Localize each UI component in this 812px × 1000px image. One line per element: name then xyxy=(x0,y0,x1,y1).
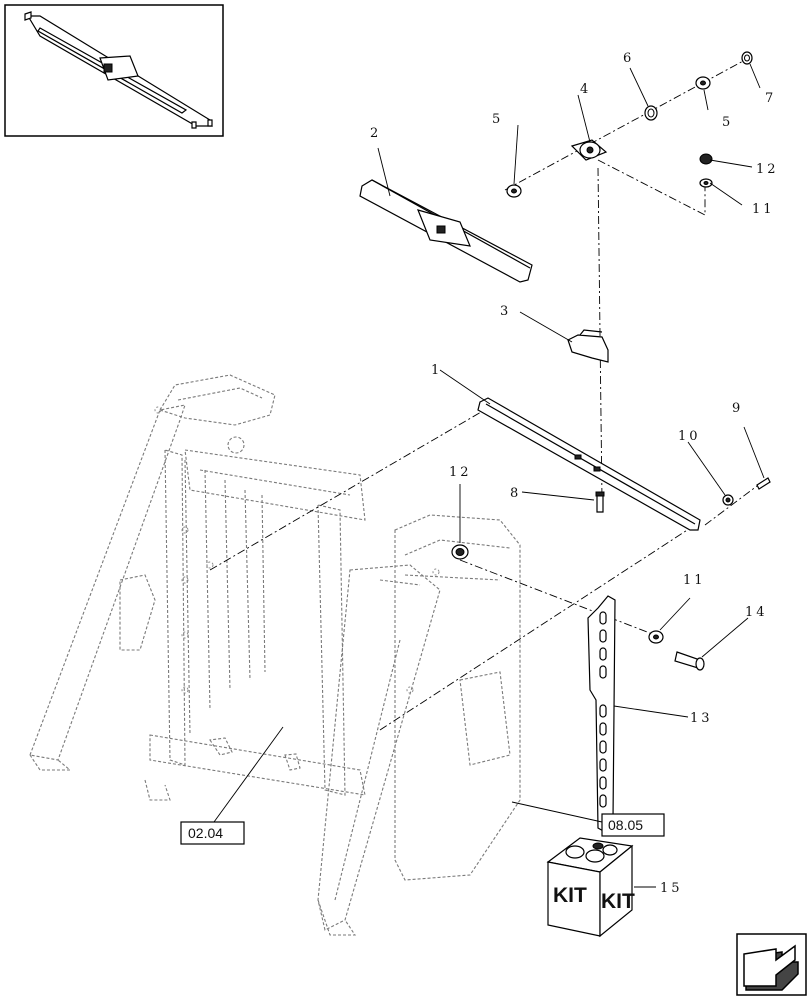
kit-label-left: KIT xyxy=(553,884,587,907)
part-8-bolt[interactable] xyxy=(595,491,605,513)
callout-14[interactable]: 14 xyxy=(745,605,768,620)
part-2-upper-rail[interactable] xyxy=(359,179,533,283)
callout-1[interactable]: 1 xyxy=(431,363,442,378)
part-1-lower-rail[interactable] xyxy=(477,397,701,531)
thumbnail-rail-icon xyxy=(24,11,213,129)
callout-12-upper[interactable]: 12 xyxy=(756,162,779,177)
arrow-back-icon xyxy=(743,944,799,991)
part-6-ring[interactable] xyxy=(644,105,658,121)
callout-labels: 2 5 4 6 5 7 12 11 3 1 8 9 10 12 11 14 13… xyxy=(370,51,779,896)
part-14-bolt[interactable] xyxy=(674,651,705,671)
part-5-washer-right[interactable] xyxy=(695,76,711,90)
part-13-plate[interactable] xyxy=(587,595,616,833)
callout-5-right[interactable]: 5 xyxy=(722,115,733,130)
part-11-washer-upper[interactable] xyxy=(699,178,713,188)
reference-box-right[interactable]: 08.05 xyxy=(601,813,665,837)
reference-label-right[interactable]: 08.05 xyxy=(608,817,643,833)
callout-3[interactable]: 3 xyxy=(500,304,511,319)
part-9-bolt[interactable] xyxy=(756,477,771,490)
reference-box-left[interactable]: 02.04 xyxy=(180,821,245,845)
assembly-center-lines xyxy=(209,59,766,731)
part-3-bracket[interactable] xyxy=(567,329,609,363)
callout-15[interactable]: 15 xyxy=(660,881,683,896)
callout-11-upper[interactable]: 11 xyxy=(752,202,775,217)
part-7-ring[interactable] xyxy=(741,51,753,65)
callout-2[interactable]: 2 xyxy=(370,126,381,141)
part-4-bearing[interactable] xyxy=(570,139,608,161)
part-11-washer-lower[interactable] xyxy=(648,630,664,644)
ghosted-frame-structure xyxy=(29,374,521,936)
part-15-kit-box[interactable]: KIT KIT xyxy=(546,837,635,938)
callout-6[interactable]: 6 xyxy=(623,51,634,66)
part-10-washer[interactable] xyxy=(722,494,734,506)
leader-lines xyxy=(213,63,765,888)
reference-label-left[interactable]: 02.04 xyxy=(188,825,223,841)
kit-fittings-icon xyxy=(565,842,618,863)
nav-back-button[interactable] xyxy=(736,933,807,996)
callout-10[interactable]: 10 xyxy=(678,429,701,444)
part-12-nut-lower[interactable] xyxy=(451,544,469,560)
callout-9[interactable]: 9 xyxy=(732,401,743,416)
callout-4[interactable]: 4 xyxy=(580,82,591,97)
callout-11-lower[interactable]: 11 xyxy=(683,573,706,588)
callout-7[interactable]: 7 xyxy=(765,91,776,106)
kit-label-right: KIT xyxy=(601,890,635,913)
callout-8[interactable]: 8 xyxy=(510,486,521,501)
callout-13[interactable]: 13 xyxy=(690,711,713,726)
callout-12-lower[interactable]: 12 xyxy=(449,465,472,480)
part-12-nut-upper[interactable] xyxy=(699,153,713,165)
callout-5-left[interactable]: 5 xyxy=(492,112,503,127)
thumbnail-overview[interactable] xyxy=(4,4,224,137)
part-5-washer-left[interactable] xyxy=(506,184,522,198)
